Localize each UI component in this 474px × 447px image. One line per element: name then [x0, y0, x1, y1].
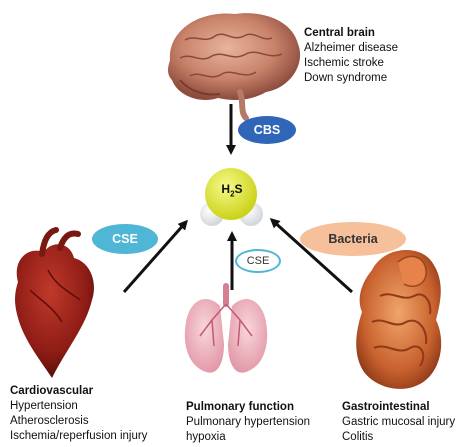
brain-item: Down syndrome	[304, 72, 388, 84]
gastro-item: Colitis	[342, 431, 374, 443]
brain-item: Alzheimer disease	[304, 42, 398, 54]
bacteria-badge: Bacteria	[300, 222, 406, 256]
cse-badge-lung: CSE	[235, 249, 281, 273]
pulmonary-item: Pulmonary hypertension	[186, 416, 311, 428]
h2s-label-sub: 2	[230, 189, 235, 199]
cbs-badge: CBS	[238, 116, 296, 144]
cse-left-label: CSE	[112, 232, 138, 246]
pulmonary-item: hypoxia	[186, 431, 226, 443]
cardio-item: Atherosclerosis	[10, 415, 89, 427]
cbs-label: CBS	[253, 123, 281, 137]
arrow-heart	[122, 219, 188, 293]
intestine-image	[356, 250, 442, 389]
heart-image	[15, 227, 94, 378]
gastro-item: Gastric mucosal injury	[342, 416, 456, 428]
cardio-item: Hypertension	[10, 400, 78, 412]
gastro-title: Gastrointestinal	[342, 401, 430, 413]
cardio-title: Cardiovascular	[10, 385, 94, 397]
brain-image	[168, 13, 301, 121]
bacteria-label: Bacteria	[328, 232, 378, 246]
cse-badge-left: CSE	[92, 224, 158, 254]
cse-lung-label: CSE	[246, 255, 270, 267]
cardio-text-block: Cardiovascular Hypertension Atherosclero…	[10, 384, 147, 444]
h2s-label: H2S	[217, 182, 247, 198]
brain-text-block: Central brain Alzheimer disease Ischemic…	[304, 26, 398, 86]
lungs-image	[184, 283, 268, 373]
arrow-group	[122, 104, 354, 294]
h2s-molecule-icon	[200, 168, 263, 226]
gastro-text-block: Gastrointestinal Gastric mucosal injury …	[342, 400, 455, 445]
pulmonary-text-block: Pulmonary function Pulmonary hypertensio…	[186, 400, 310, 445]
brain-title: Central brain	[304, 27, 375, 39]
h2s-label-main: H	[221, 182, 231, 196]
cardio-item: Ischemia/reperfusion injury	[10, 430, 148, 442]
h2s-label-tail: S	[234, 182, 243, 196]
arrow-gut	[269, 217, 354, 294]
brain-item: Ischemic stroke	[304, 57, 384, 69]
pulmonary-title: Pulmonary function	[186, 401, 294, 413]
